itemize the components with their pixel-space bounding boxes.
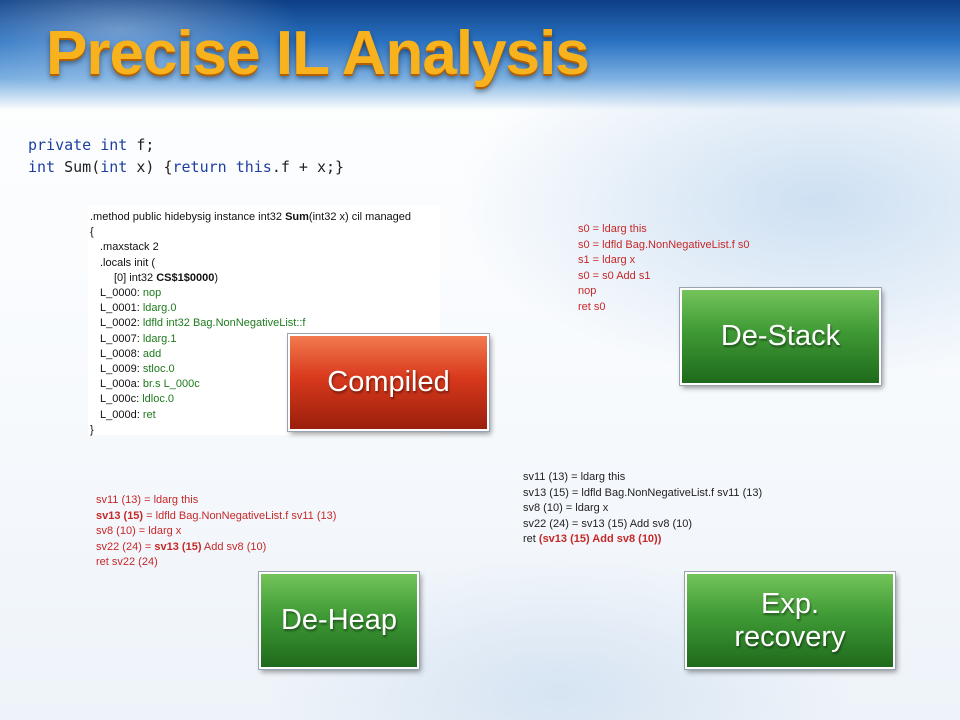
deheap-button[interactable]: De-Heap bbox=[259, 572, 419, 669]
il-close-brace: } bbox=[90, 423, 94, 436]
destack-line: s1 = ldarg x bbox=[578, 254, 636, 266]
exprec-button[interactable]: Exp. recovery bbox=[685, 572, 895, 669]
deheap-line: sv8 (10) = ldarg x bbox=[96, 525, 182, 537]
il-method-signature: .method public hidebysig instance int32 … bbox=[90, 211, 412, 223]
il-instruction: L_0007: ldarg.1 bbox=[100, 332, 177, 345]
deheap-code: sv11 (13) = ldarg this sv13 (15) = ldfld… bbox=[96, 493, 336, 571]
exprec-line: ret (sv13 (15) Add sv8 (10)) bbox=[523, 533, 662, 545]
il-instruction: L_0001: ldarg.0 bbox=[100, 302, 177, 315]
exprec-line: sv11 (13) = ldarg this bbox=[523, 471, 626, 483]
il-instruction: L_0009: stloc.0 bbox=[100, 363, 175, 376]
deheap-label: De-Heap bbox=[280, 604, 398, 636]
destack-line: s0 = ldfld Bag.NonNegativeList.f s0 bbox=[578, 238, 750, 251]
compiled-label: Compiled bbox=[327, 366, 450, 398]
destack-button[interactable]: De-Stack bbox=[680, 288, 881, 385]
destack-line: ret s0 bbox=[578, 300, 606, 313]
il-instruction: L_0000: nop bbox=[100, 287, 162, 300]
header-band bbox=[0, 0, 960, 110]
il-locals: .locals init ( bbox=[100, 256, 156, 269]
exprec-label-line2: recovery bbox=[734, 620, 846, 653]
exprec-line: sv8 (10) = ldarg x bbox=[523, 502, 609, 514]
deheap-line: sv22 (24) = sv13 (15) Add sv8 (10) bbox=[96, 540, 267, 553]
il-instruction: L_0008: add bbox=[100, 347, 162, 360]
deheap-line: sv11 (13) = ldarg this bbox=[96, 494, 199, 506]
il-instruction: L_0002: ldfld int32 Bag.NonNegativeList:… bbox=[100, 317, 306, 330]
exprec-line: sv22 (24) = sv13 (15) Add sv8 (10) bbox=[523, 517, 693, 530]
il-maxstack: .maxstack 2 bbox=[100, 241, 159, 254]
exprec-code: sv11 (13) = ldarg this sv13 (15) = ldfld… bbox=[523, 470, 762, 548]
destack-code: s0 = ldarg this s0 = ldfld Bag.NonNegati… bbox=[578, 222, 750, 315]
deheap-line: sv13 (15) = ldfld Bag.NonNegativeList.f … bbox=[96, 509, 337, 522]
deheap-line: ret sv22 (24) bbox=[96, 556, 158, 568]
source-line-1: private int f; bbox=[28, 136, 155, 154]
destack-line: s0 = ldarg this bbox=[578, 223, 647, 235]
il-instruction: L_000c: ldloc.0 bbox=[100, 393, 174, 406]
destack-line: s0 = s0 Add s1 bbox=[578, 269, 651, 282]
il-open-brace: { bbox=[90, 226, 94, 239]
destack-label: De-Stack bbox=[720, 320, 841, 352]
slide-title: Precise IL Analysis bbox=[46, 19, 590, 88]
exprec-line: sv13 (15) = ldfld Bag.NonNegativeList.f … bbox=[523, 486, 763, 499]
destack-line: nop bbox=[578, 285, 597, 297]
csharp-source-code: private int f; int Sum(int x) {return th… bbox=[28, 134, 344, 178]
il-local-var: [0] int32 CS$1$0000) bbox=[114, 271, 218, 284]
compiled-button[interactable]: Compiled bbox=[288, 334, 489, 431]
il-instruction: L_000d: ret bbox=[100, 408, 156, 421]
source-line-2: int Sum(int x) {return this.f + x;} bbox=[28, 158, 345, 176]
exprec-label-line1: Exp. bbox=[760, 587, 820, 620]
il-instruction: L_000a: br.s L_000c bbox=[100, 378, 200, 391]
